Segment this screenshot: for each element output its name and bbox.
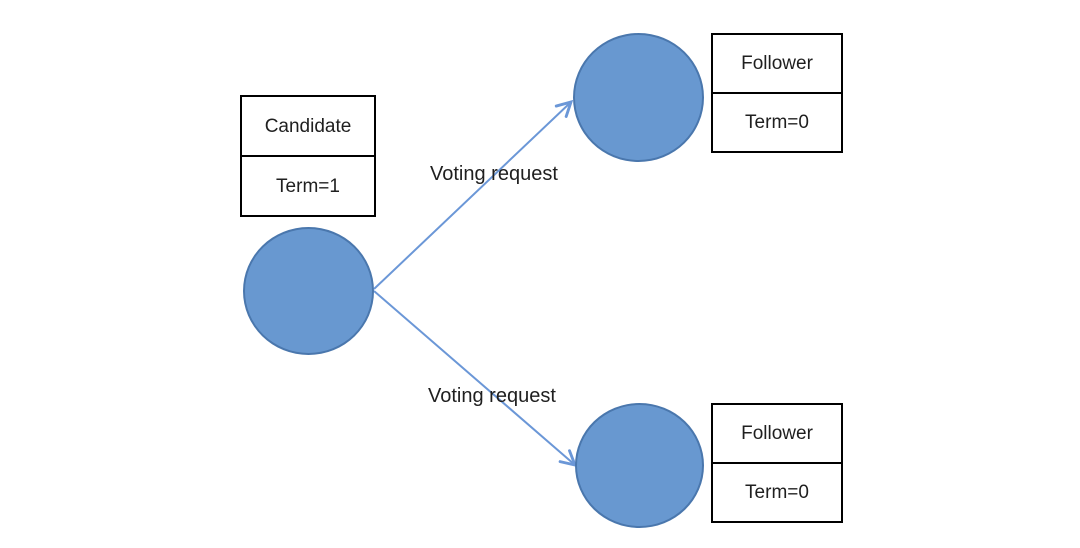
follower-bottom-role-label: Follower: [713, 405, 841, 464]
candidate-term-label: Term=1: [276, 175, 340, 197]
follower-top-term-label: Term=0: [745, 112, 809, 133]
voting-request-arrow-bottom: [373, 290, 575, 465]
follower-top-role-label: Follower: [713, 35, 841, 94]
edge-label-voting-request-bottom: Voting request: [428, 385, 556, 407]
follower-bottom-node-circle: [575, 403, 704, 528]
follower-bottom-label-box: Follower Term=0: [711, 403, 843, 523]
follower-bottom-term-label: Term=0: [745, 482, 809, 503]
candidate-node-circle: [243, 227, 374, 355]
follower-top-label-box: Follower Term=0: [711, 33, 843, 153]
candidate-label-box: Candidate Term=1: [240, 95, 376, 217]
candidate-role-label: Candidate: [242, 97, 374, 157]
voting-request-arrow-top: [373, 102, 571, 290]
follower-top-node-circle: [573, 33, 704, 162]
edge-label-voting-request-top: Voting request: [430, 163, 558, 185]
